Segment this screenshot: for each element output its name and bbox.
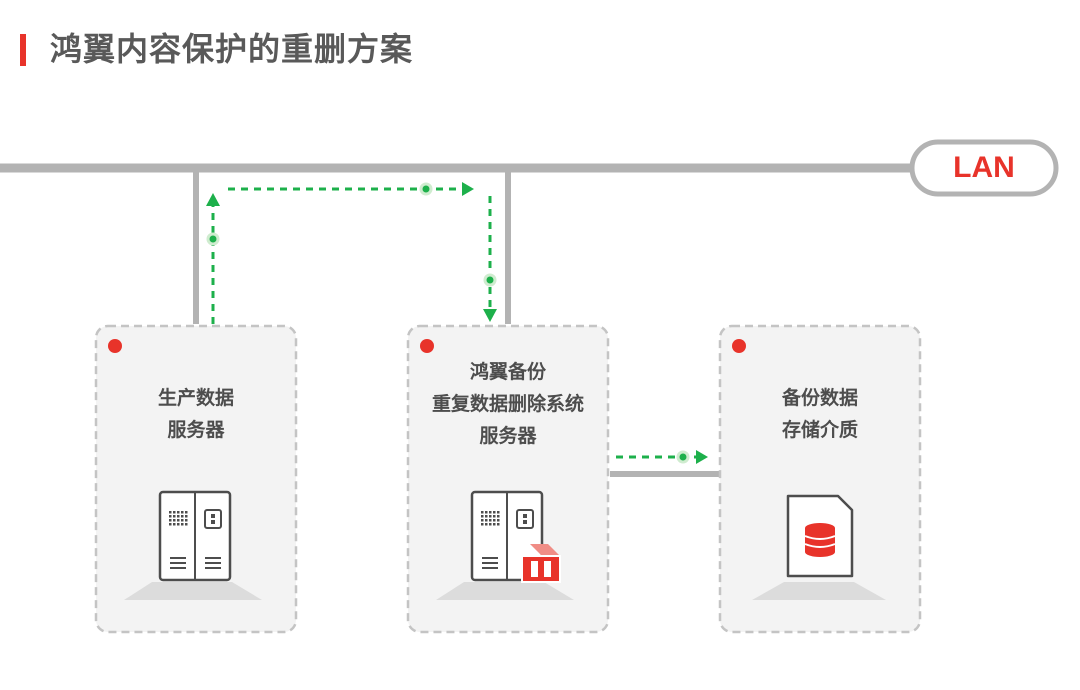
status-dot-production [108, 339, 122, 353]
server-icon [124, 490, 262, 600]
node-label-line: 服务器 [167, 419, 225, 441]
node-label-line: 备份数据 [781, 387, 858, 409]
node-label-line: 重复数据删除系统 [431, 393, 584, 415]
node-label-line: 服务器 [479, 425, 537, 447]
status-dot-storage [732, 339, 746, 353]
status-dot-backup [420, 339, 434, 353]
brand-logo-icon [521, 544, 561, 583]
flow-arrowheads [206, 182, 708, 464]
flow-nodes [206, 182, 690, 464]
node-label-storage: 备份数据 存储介质 [720, 382, 920, 446]
node-box-storage [718, 324, 922, 634]
node-label-line: 生产数据 [157, 387, 234, 409]
server-with-logo-icon [436, 490, 574, 600]
lan-label: LAN [953, 151, 1015, 184]
node-box-production [94, 324, 298, 634]
node-label-backup: 鸿翼备份 重复数据删除系统 服务器 [408, 356, 608, 452]
page-title: 鸿翼内容保护的重删方案 [50, 30, 414, 68]
node-label-line: 鸿翼备份 [469, 361, 546, 383]
database-icon [805, 523, 835, 557]
node-label-line: 存储介质 [781, 419, 858, 441]
node-label-production: 生产数据 服务器 [96, 382, 296, 446]
lan-pill [909, 139, 1059, 197]
storage-media-icon [752, 494, 886, 600]
title-accent-bar [20, 34, 26, 66]
